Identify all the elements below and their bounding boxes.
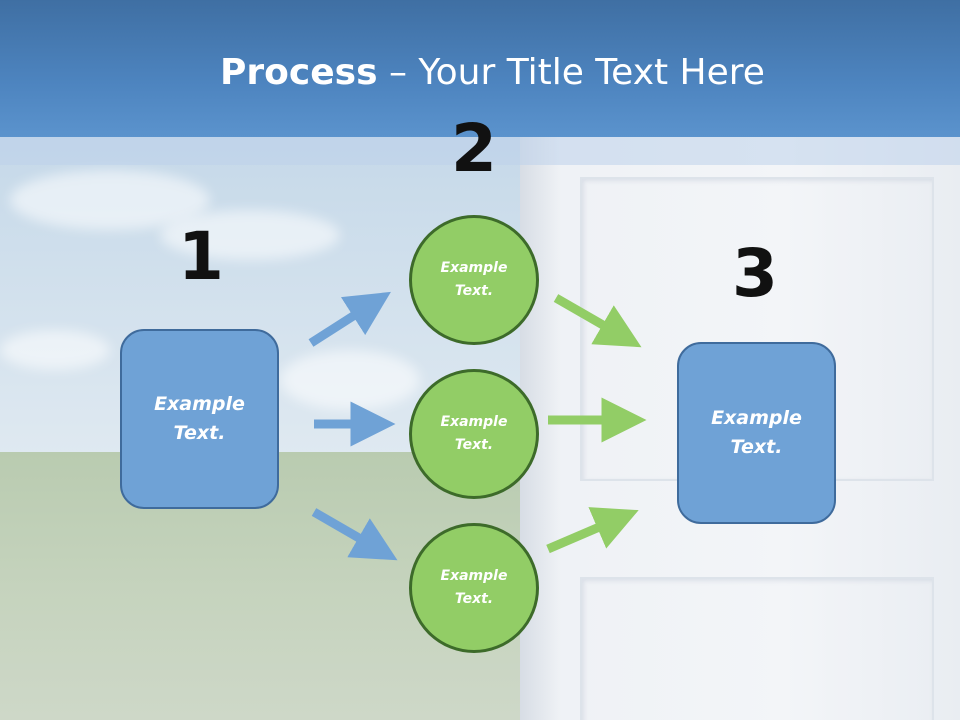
title-rest: – Your Title Text Here [377,52,765,93]
process-circle-middle: Example Text. [409,369,539,499]
title-bar [0,0,960,137]
cloud [160,210,340,260]
process-circle-bottom-text: Example Text. [440,568,508,607]
cloud [280,350,420,410]
process-circle-top: Example Text. [409,215,539,345]
process-box-left: Example Text. [120,329,279,509]
step-number-3: 3 [732,235,778,312]
step-number-2: 2 [451,110,497,187]
title-bar-strip [0,137,960,165]
arrow-green-up [546,507,639,554]
process-box-right: Example Text. [677,342,836,524]
process-circle-top-text: Example Text. [440,260,508,299]
arrow-blue-down [311,508,398,561]
step-number-1: 1 [178,218,224,295]
page-title: Process – Your Title Text Here [0,52,960,93]
title-bold: Process [220,52,378,93]
cloud [0,330,110,370]
process-circle-middle-text: Example Text. [440,414,508,453]
process-box-left-text: Example Text. [154,393,245,444]
process-circle-bottom: Example Text. [409,523,539,653]
arrow-green-down [553,294,642,348]
arrow-blue-up [308,291,391,347]
process-box-right-text: Example Text. [711,407,802,458]
